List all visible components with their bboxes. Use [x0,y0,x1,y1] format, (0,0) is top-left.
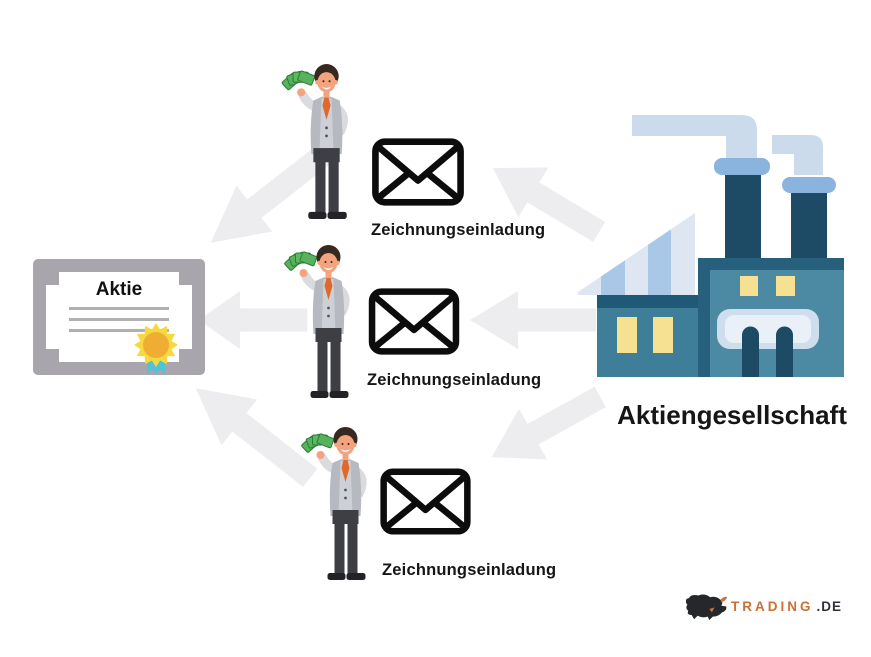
invitation-label-2: Zeichnungseinladung [367,371,542,389]
brand-suffix: .DE [816,599,843,614]
certificate-corner-notch [179,272,192,285]
certificate-corner-notch [179,349,192,362]
certificate-text-line [69,329,169,332]
certificate-text-line [69,318,169,321]
investor-figure-3 [297,424,392,584]
certificate-corner-notch [46,349,59,362]
invitation-label-1: Zeichnungseinladung [371,221,546,239]
brand-logo: TRADING .DE [684,592,842,621]
share-certificate: Aktie [33,259,205,375]
envelope-icon-1 [370,137,466,207]
brand-name: TRADING [731,599,814,614]
certificate-seal-icon [133,322,179,376]
certificate-text-line [69,307,169,310]
certificate-corner-notch [46,272,59,285]
invitation-label-3: Zeichnungseinladung [382,561,557,579]
investor-figure-2 [280,242,375,402]
investor-figure-1 [278,61,373,223]
certificate-paper: Aktie [46,272,192,362]
certificate-title: Aktie [95,279,143,300]
factory-icon [578,115,844,377]
bull-icon [684,592,728,621]
envelope-icon-3 [379,466,472,537]
company-label: Aktiengesellschaft [617,400,847,430]
envelope-icon-2 [367,287,461,356]
